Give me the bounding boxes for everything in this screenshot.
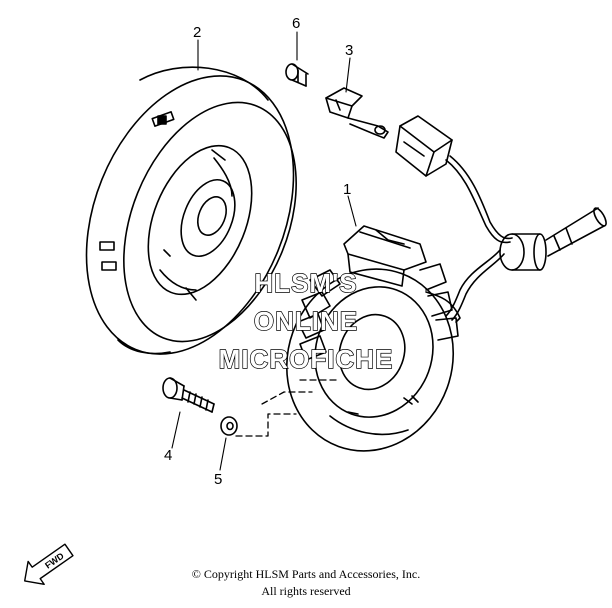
watermark-line-1: HLSM'S [254,268,357,298]
grommet [499,207,607,271]
copyright-notice: © Copyright HLSM Parts and Accessories, … [191,567,421,581]
screw-6 [285,63,309,87]
rights-notice: All rights reserved [261,584,351,598]
callout-2: 2 [193,24,201,41]
leader-lines [171,31,357,471]
callout-5: 5 [214,471,222,488]
bolt-4 [162,377,215,413]
callout-4: 4 [164,447,172,464]
watermark-line-2: ONLINE [254,306,358,336]
callout-3: 3 [345,42,353,59]
washer-5 [220,416,238,436]
clamp-3 [325,87,389,139]
stator-assembly [285,225,461,452]
wire-harness [445,155,513,321]
assembly-guide-lines [235,379,341,437]
callout-1: 1 [343,181,351,198]
watermark-line-3: MICROFICHE [219,344,394,374]
wire-coupler [395,115,453,177]
callout-6: 6 [292,15,300,32]
flywheel-rotor [85,66,297,355]
